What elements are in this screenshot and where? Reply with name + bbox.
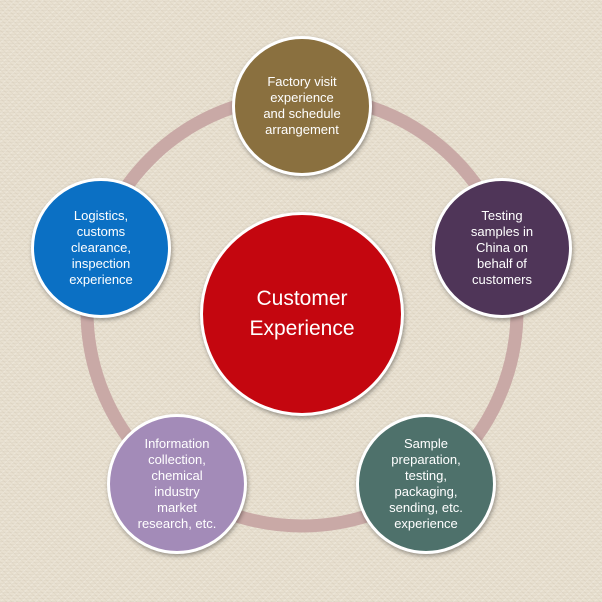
- node-factory-visit-label: Factory visit experience and schedule ar…: [263, 74, 341, 137]
- node-testing-samples: Testing samples in China on behalf of cu…: [432, 178, 572, 318]
- node-information-collection: Information collection, chemical industr…: [107, 414, 247, 554]
- center-customer-experience: Customer Experience: [200, 212, 404, 416]
- node-logistics: Logistics, customs clearance, inspection…: [31, 178, 171, 318]
- node-sample-preparation-label: Sample preparation, testing, packaging, …: [389, 436, 463, 531]
- node-information-collection-label: Information collection, chemical industr…: [137, 436, 217, 531]
- node-testing-samples-label: Testing samples in China on behalf of cu…: [470, 208, 534, 287]
- node-logistics-label: Logistics, customs clearance, inspection…: [69, 208, 133, 287]
- node-sample-preparation: Sample preparation, testing, packaging, …: [356, 414, 496, 554]
- node-factory-visit: Factory visit experience and schedule ar…: [232, 36, 372, 176]
- center-label: Customer Experience: [249, 287, 355, 340]
